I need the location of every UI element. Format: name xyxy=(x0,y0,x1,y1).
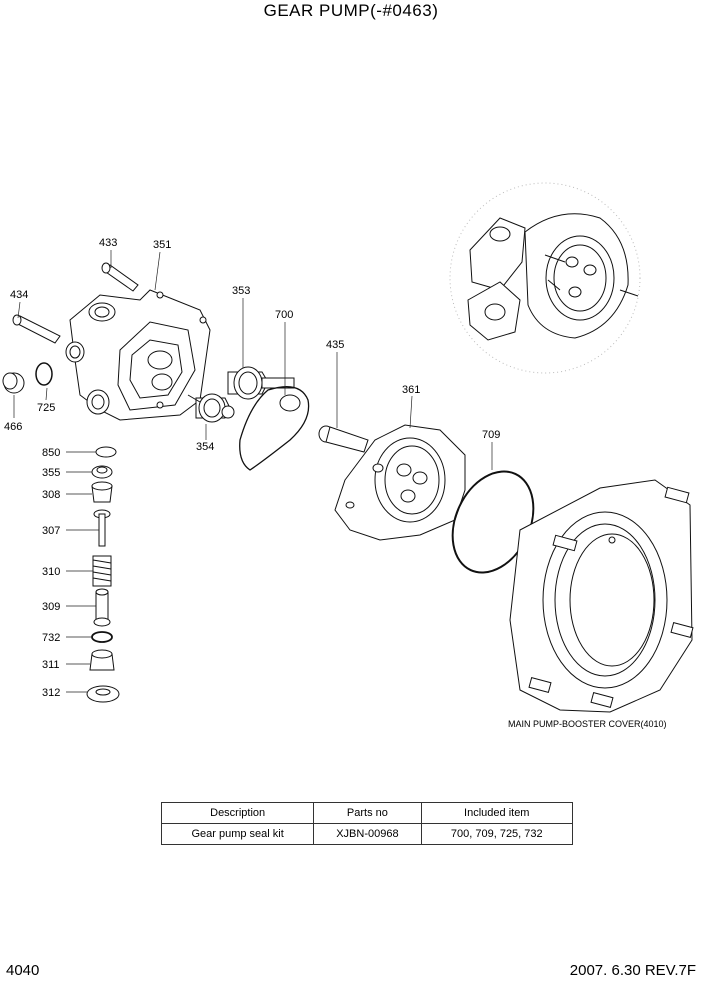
pump-body-351 xyxy=(65,289,211,421)
bolt-435 xyxy=(318,425,369,453)
label-309: 309 xyxy=(42,601,60,613)
label-361: 361 xyxy=(402,384,420,396)
bolt-433 xyxy=(101,262,139,292)
main-pump-booster-cover xyxy=(509,479,694,713)
label-308: 308 xyxy=(42,489,60,501)
column-header: Parts no xyxy=(313,802,422,824)
table-cell: 700, 709, 725, 732 xyxy=(420,823,574,845)
part-number-labels: 433 351 434 353 700 435 725 466 361 354 … xyxy=(4,237,667,729)
label-725: 725 xyxy=(37,402,55,414)
o-ring-725 xyxy=(35,362,53,386)
label-310: 310 xyxy=(42,566,60,578)
gasket-700 xyxy=(239,386,310,471)
page-title: GEAR PUMP(-#0463) xyxy=(263,1,439,20)
label-307: 307 xyxy=(42,525,60,537)
driven-gear-354 xyxy=(187,393,235,423)
table-row: Gear pump seal kit XJBN-00968 700, 709, … xyxy=(160,823,574,845)
label-709: 709 xyxy=(482,429,500,441)
table-header-row: Description Parts no Included item xyxy=(160,802,574,824)
table-cell: Gear pump seal kit xyxy=(160,823,315,845)
label-353: 353 xyxy=(232,285,250,297)
seal-kit-table: Description Parts no Included item Gear … xyxy=(160,802,574,845)
piston-309 xyxy=(93,588,111,627)
relief-valve-parts xyxy=(86,446,120,703)
label-354: 354 xyxy=(196,441,214,453)
label-355: 355 xyxy=(42,467,60,479)
label-311: 311 xyxy=(42,659,60,671)
revision-date: 2007. 6.30 REV.7F xyxy=(569,962,696,979)
drive-gear-353 xyxy=(227,366,301,412)
plug-311 xyxy=(89,649,115,671)
label-732: 732 xyxy=(42,632,60,644)
label-850: 850 xyxy=(42,447,60,459)
page-number: 4040 xyxy=(6,962,40,979)
label-466: 466 xyxy=(4,421,22,433)
cover-note: MAIN PUMP-BOOSTER COVER(4010) xyxy=(508,719,667,729)
bolt-434 xyxy=(12,314,61,344)
table-cell: XJBN-00968 xyxy=(313,823,422,845)
label-435: 435 xyxy=(326,339,344,351)
column-header: Included item xyxy=(420,802,574,824)
o-ring-732 xyxy=(91,631,113,643)
spring-310 xyxy=(92,555,112,587)
label-312: 312 xyxy=(42,687,60,699)
plug-466 xyxy=(2,372,25,394)
washer-312 xyxy=(86,685,120,703)
label-700: 700 xyxy=(275,309,293,321)
snap-ring-850 xyxy=(95,446,117,458)
column-header: Description xyxy=(160,802,315,824)
assembled-pump-inset xyxy=(449,182,641,374)
label-351: 351 xyxy=(153,239,171,251)
label-433: 433 xyxy=(99,237,117,249)
poppet-307 xyxy=(93,509,111,547)
leader-lines xyxy=(13,250,493,693)
label-434: 434 xyxy=(10,289,28,301)
cover-361 xyxy=(334,424,466,541)
